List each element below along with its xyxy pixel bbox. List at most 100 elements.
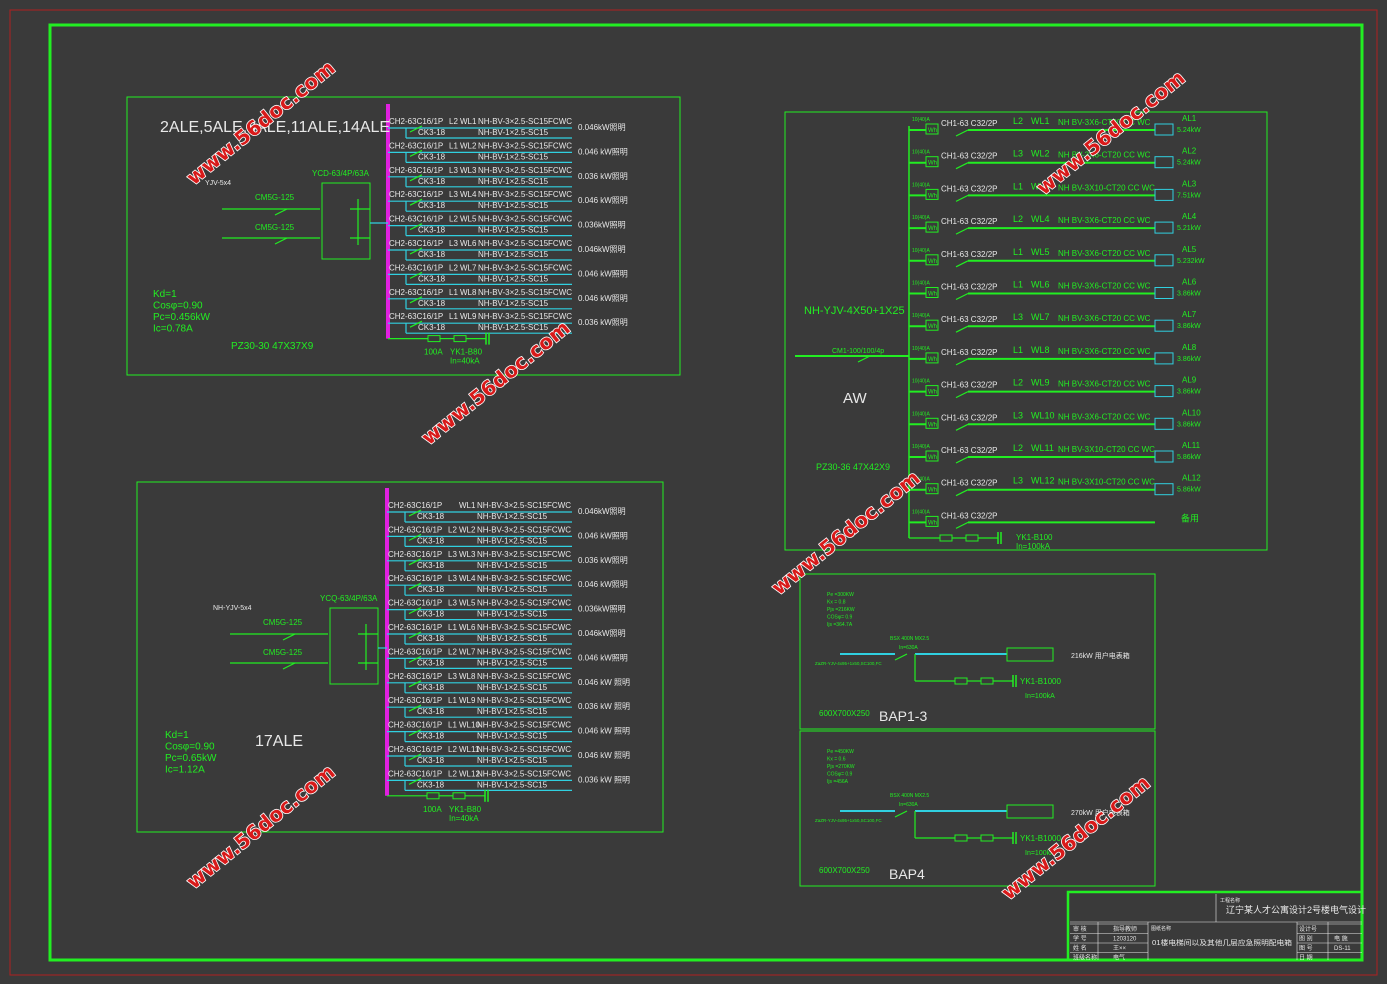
rcd-label: CK3-18 — [418, 274, 446, 283]
meter-label: Wh — [928, 193, 937, 199]
breaker-label: BSX 400N MX2.5 — [890, 636, 929, 642]
meter-rating: 10(40)A — [912, 182, 930, 188]
circuit-id: WL6 — [1031, 280, 1050, 290]
breaker-contact-icon — [955, 227, 969, 235]
calc-param: COSφ= 0.9 — [827, 615, 853, 621]
ats-label: YCD-63/4P/63A — [312, 169, 370, 178]
breaker-label: CH1-63 C32/2P — [941, 184, 997, 193]
phase-label: L3 — [1013, 312, 1023, 322]
cable-spec: NH-BV-3×2.5-SC15FCWC — [477, 501, 571, 510]
rcd-label: CK3-18 — [418, 250, 446, 259]
breaker-contact-icon — [408, 704, 422, 712]
project-name: 辽宁某人才公寓设计2号楼电气设计 — [1226, 904, 1366, 915]
calc-param: Pjs =216KW — [827, 607, 855, 613]
fuse-rating: 100A — [423, 805, 442, 814]
rcd-label: CK3-18 — [417, 658, 445, 667]
calc-param: Kd=1 — [165, 730, 189, 741]
calc-param: Kx = 0.8 — [827, 600, 846, 606]
circuit-id: WL2 — [459, 525, 476, 534]
circuit-id: WL3 — [459, 550, 476, 559]
title-right-label: 图 别 — [1299, 935, 1313, 943]
spare-label: 备用 — [1181, 512, 1199, 523]
load-id: AL6 — [1182, 278, 1197, 287]
calc-param: Ic=0.78A — [153, 324, 193, 335]
load-label: 0.046 kW照明 — [578, 653, 628, 662]
breaker-contact-icon — [409, 149, 423, 157]
rcd-label: CK3-18 — [418, 226, 446, 235]
load-power: 3.86kW — [1177, 291, 1201, 298]
calc-param: Ic=1.12A — [165, 765, 205, 776]
meter-icon — [925, 450, 939, 462]
circuit-id: WL5 — [1031, 247, 1050, 257]
load-label: 0.046 kW照明 — [578, 580, 628, 589]
circuit-id: WL3 — [460, 166, 477, 175]
breaker-contact-icon — [409, 223, 423, 231]
ats-label: YCQ-63/4P/63A — [320, 594, 378, 603]
phase-label: L3 — [448, 599, 457, 608]
feeder-cable: NH-YJV-5x4 — [213, 605, 252, 612]
load-label: 0.046 kW 照明 — [578, 678, 630, 687]
switch-contact-icon — [274, 237, 288, 245]
breaker-rating: In=630A — [899, 645, 918, 651]
load-id: AL12 — [1182, 474, 1201, 483]
phase-label: L1 — [1013, 181, 1023, 191]
cable-spec-2: NH-BV-1×2.5-SC15 — [478, 177, 549, 186]
phase-label: L2 — [448, 745, 457, 754]
box-model: PZ30-36 47X42X9 — [816, 462, 890, 472]
load-label: 216kW 用户电表箱 — [1071, 651, 1130, 660]
cable-spec: NH-BV-3×2.5-SC15FCWC — [478, 117, 572, 126]
phase-label: L3 — [448, 550, 457, 559]
meter-label: Wh — [928, 520, 937, 526]
spd-rating: In=100kA — [1025, 850, 1055, 857]
meter-rating: 10(40)A — [912, 477, 930, 483]
phase-label: L2 — [1013, 378, 1023, 388]
panel-title: BAP1-3 — [879, 708, 927, 724]
load-power: 3.86kW — [1177, 356, 1201, 363]
load-id: AL9 — [1182, 376, 1197, 385]
drawing-label: 图纸名称 — [1151, 925, 1171, 932]
load-box — [1154, 254, 1174, 267]
load-label: 0.046kW照明 — [578, 245, 626, 254]
breaker-label: CH1-63 C32/2P — [941, 381, 997, 390]
rcd-label: CK3-18 — [418, 128, 446, 137]
cable-spec: NH-BV-3×2.5-SC15FCWC — [477, 647, 571, 656]
panel-title: 2ALE,5ALE,8ALE,11ALE,14ALE — [160, 119, 390, 136]
title-right-label: 图 号 — [1299, 945, 1313, 952]
cable-spec: NH-BV-3×2.5-SC15FCWC — [477, 525, 571, 534]
cable-spec: NH-BV-3×2.5-SC15FCWC — [478, 141, 572, 150]
load-id: AL4 — [1182, 212, 1197, 221]
meter-rating: 10(40)A — [912, 150, 930, 156]
phase-label: L3 — [449, 190, 458, 199]
load-power: 7.51kW — [1177, 192, 1201, 199]
title-row-value: 1203120 — [1113, 937, 1137, 943]
breaker-contact-icon — [408, 777, 422, 785]
load-label: 0.046 kW照明 — [578, 531, 628, 540]
meter-label: Wh — [928, 128, 937, 134]
cable-spec: NH BV-3X6-CT20 CC WC — [1058, 249, 1151, 258]
meter-rating: 10(40)A — [912, 346, 930, 352]
feeder-cable: ZaZR-YJV-4x95+1x50,SC100,FC — [815, 818, 882, 823]
watermark-text: www.56doc.com — [182, 759, 340, 893]
breaker-contact-icon — [955, 260, 969, 268]
breaker-contact-icon — [409, 271, 423, 279]
breaker-label: CH1-63 C32/2P — [941, 348, 997, 357]
calc-param: Cosφ=0.90 — [153, 301, 203, 312]
rcd-label: CK3-18 — [417, 585, 445, 594]
ats-box — [321, 182, 371, 260]
box-size: 600X700X250 — [819, 709, 870, 718]
load-box — [1154, 221, 1174, 234]
circuit-id: WL10 — [1031, 410, 1055, 420]
feeder-cable: NH-YJV-4X50+1X25 — [804, 305, 905, 317]
cable-spec: NH-BV-3×2.5-SC15FCWC — [477, 672, 571, 681]
circuit-id: WL6 — [460, 239, 477, 248]
load-label: 0.036 kW照明 — [578, 556, 628, 565]
cable-spec-2: NH-BV-1×2.5-SC15 — [477, 536, 548, 545]
meter-label: Wh — [928, 488, 937, 494]
load-power: 5.86kW — [1177, 454, 1201, 461]
phase-label: L3 — [449, 166, 458, 175]
drawing-name: 01楼电梯间以及其他几层应急照明配电箱 — [1152, 938, 1292, 947]
cable-spec: NH-BV-3×2.5-SC15FCWC — [477, 550, 571, 559]
breaker-contact-icon — [955, 129, 969, 137]
circuit-id: WL4 — [459, 574, 476, 583]
title-row-label: 审 核 — [1073, 925, 1087, 933]
